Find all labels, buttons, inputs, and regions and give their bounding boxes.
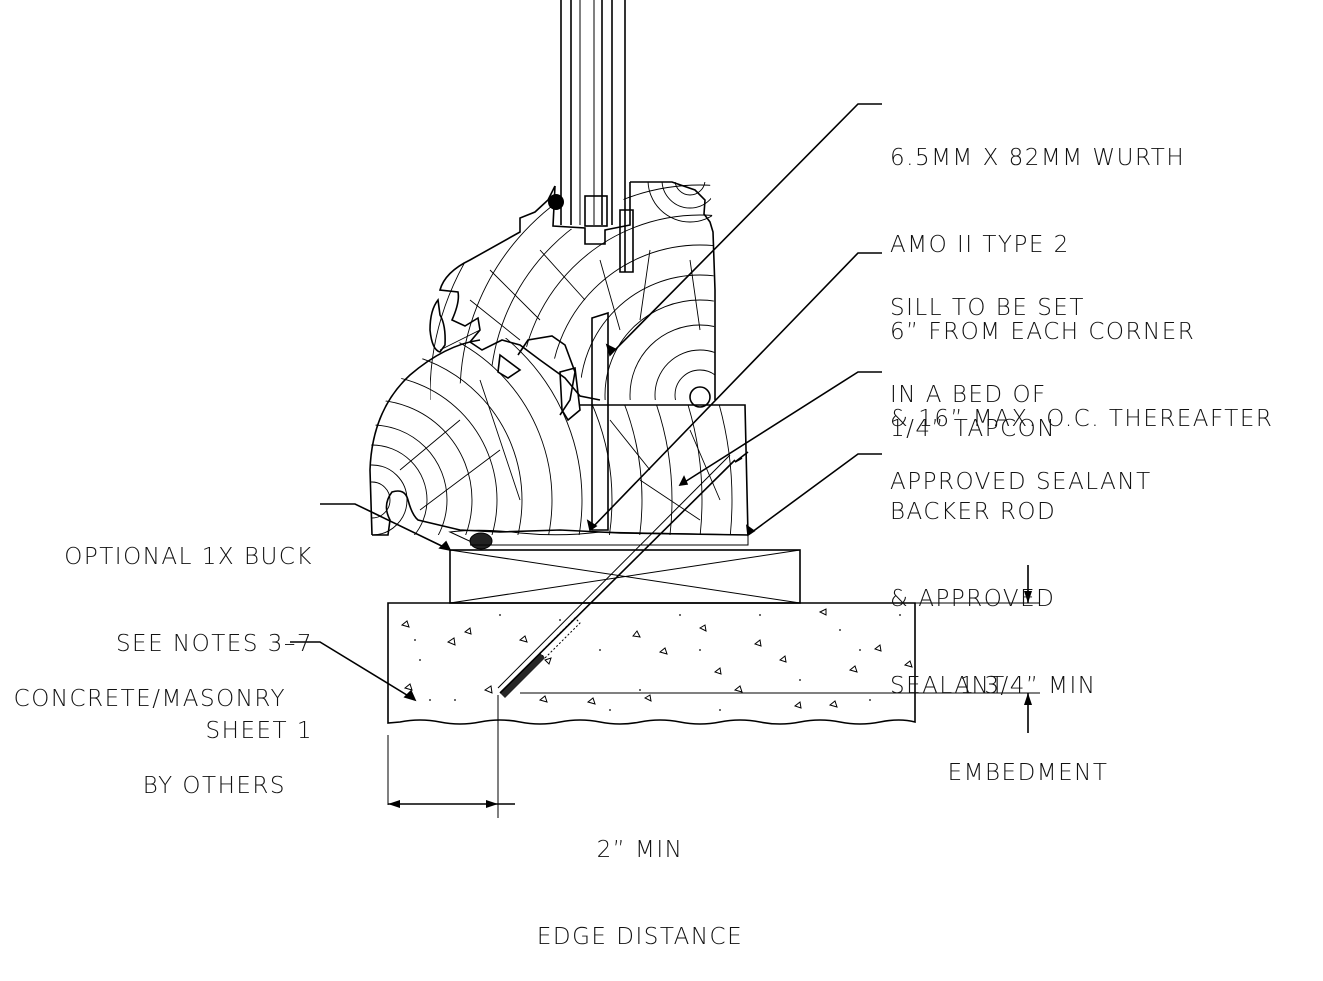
edge-distance-callout-line-1: 2” MIN — [596, 837, 684, 863]
concrete-block — [387, 602, 916, 725]
optional-buck — [449, 544, 801, 604]
glazing-lines — [560, 0, 626, 272]
edge-distance-callout-line-2: EDGE DISTANCE — [536, 924, 744, 950]
tapcon-callout: 1/4” TAPCON — [890, 357, 1056, 473]
embedment-callout-line-1: 1 3/4” MIN — [959, 673, 1097, 699]
concrete-callout-line-1: CONCRETE/MASONRY — [13, 686, 286, 712]
buck-callout: OPTIONAL 1X BUCK SEE NOTES 3–7 SHEET 1 — [64, 485, 313, 775]
edge-distance-callout: 2” MIN EDGE DISTANCE — [520, 778, 760, 981]
tapcon-screw — [497, 454, 736, 698]
screw-callout-line-3: 6” FROM EACH CORNER — [890, 319, 1196, 345]
sill-section-drawing — [290, 0, 1040, 818]
leader-lines — [290, 103, 882, 702]
embedment-callout: 1 3/4” MIN EMBEDMENT — [938, 614, 1118, 817]
backer-rod-callout-line-2: & APPROVED — [890, 586, 1056, 612]
lower-frame-profile — [369, 339, 749, 536]
buck-callout-line-1: OPTIONAL 1X BUCK — [64, 544, 313, 570]
backer-rod-callout: BACKER ROD & APPROVED SEALANT — [890, 440, 1056, 730]
concrete-callout: CONCRETE/MASONRY BY OTHERS — [14, 627, 286, 830]
embedment-dimension — [520, 565, 1040, 733]
upper-sash-profile — [429, 181, 716, 531]
concrete-callout-line-2: BY OTHERS — [142, 773, 286, 799]
backer-rod-callout-line-1: BACKER ROD — [890, 499, 1057, 525]
sill-callout-line-1: SILL TO BE SET — [890, 295, 1085, 321]
screw-callout-line-1: 6.5MM X 82MM WURTH — [890, 145, 1186, 171]
buck-callout-line-3: SHEET 1 — [205, 718, 313, 744]
sill-callout: SILL TO BE SET IN A BED OF APPROVED SEAL… — [890, 236, 1152, 526]
screw-callout-line-2: AMO II TYPE 2 — [890, 232, 1070, 258]
screw-callout-line-4: & 16” MAX. O.C. THEREAFTER — [890, 406, 1274, 432]
sill-callout-line-3: APPROVED SEALANT — [890, 469, 1152, 495]
backer-rod — [469, 532, 493, 550]
sill-callout-line-2: IN A BED OF — [890, 382, 1047, 408]
embedment-callout-line-2: EMBEDMENT — [947, 760, 1109, 786]
screw-callout: 6.5MM X 82MM WURTH AMO II TYPE 2 6” FROM… — [890, 86, 1273, 463]
sealant-bed — [448, 529, 749, 546]
edge-distance-dimension — [387, 695, 515, 818]
tapcon-callout-line-1: 1/4” TAPCON — [890, 416, 1056, 442]
buck-callout-line-2: SEE NOTES 3–7 — [115, 631, 313, 657]
backer-rod-callout-line-3: SEALANT — [890, 673, 1006, 699]
